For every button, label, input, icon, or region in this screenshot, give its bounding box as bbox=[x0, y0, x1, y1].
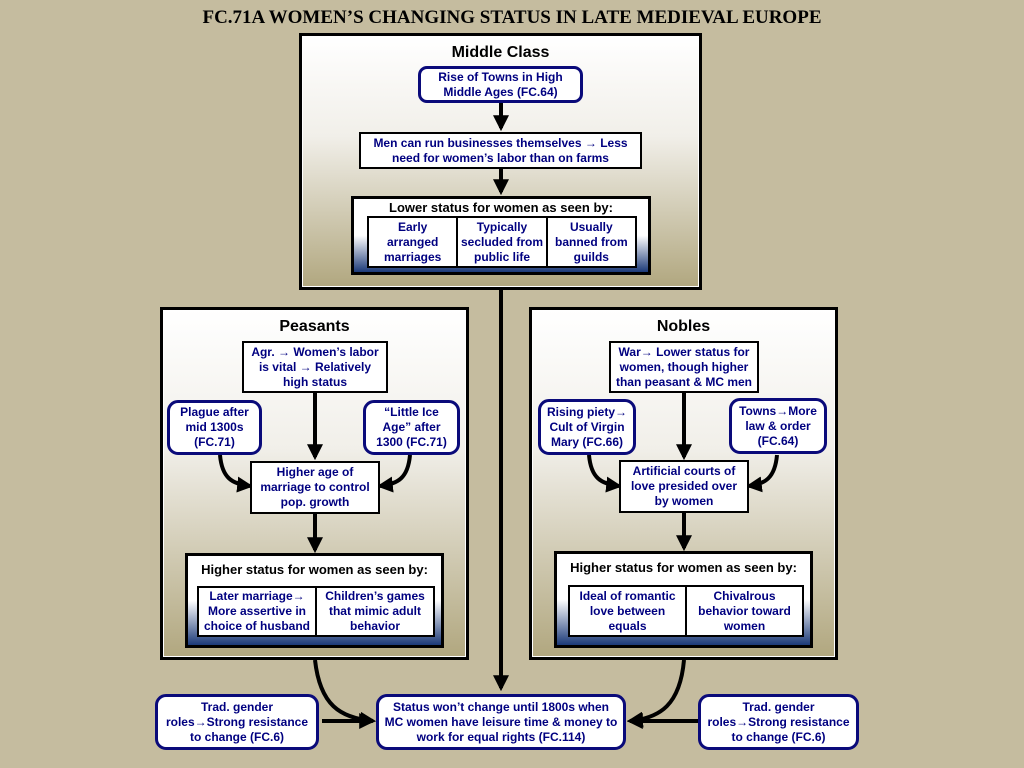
middle-class-status-box: Lower status for women as seen by: Early… bbox=[351, 196, 651, 275]
status-item-childrens-games: Children’s games that mimic adult behavi… bbox=[315, 588, 433, 635]
nobles-status-heading: Higher status for women as seen by: bbox=[570, 560, 797, 575]
status-item-secluded: Typically secluded from public life bbox=[456, 218, 545, 266]
status-item-arranged-marriages: Early arranged marriages bbox=[383, 219, 442, 264]
status-wont-change-box: Status won’t change until 1800s when MC … bbox=[376, 694, 626, 750]
peasants-status-heading: Higher status for women as seen by: bbox=[201, 562, 428, 577]
peasants-title: Peasants bbox=[279, 318, 350, 335]
status-item-later-marriage: Later marriage→ More assertive in choice… bbox=[203, 589, 310, 633]
page-title: FC.71A WOMEN’S CHANGING STATUS IN LATE M… bbox=[202, 7, 822, 28]
nobles-status-grid: Ideal of romantic love between equals Ch… bbox=[568, 585, 804, 637]
rise-of-towns-box: Rise of Towns in High Middle Ages (FC.64… bbox=[418, 66, 583, 103]
rising-piety-box: Rising piety→ Cult of Virgin Mary (FC.66… bbox=[538, 399, 636, 455]
middle-class-status-grid: Early arranged marriages Typically seclu… bbox=[367, 216, 637, 268]
arrow-piety-courts bbox=[587, 454, 623, 493]
arrow-ice-marriage bbox=[376, 454, 412, 493]
trad-gender-roles-right-box: Trad. gender roles→Strong resistance to … bbox=[698, 694, 859, 750]
middle-class-status-heading: Lower status for women as seen by: bbox=[389, 200, 613, 215]
arrow-towns-courts bbox=[745, 454, 779, 493]
plague-box: Plague after mid 1300s (FC.71) bbox=[167, 400, 262, 455]
status-item-chivalrous: Chivalrous behavior toward women bbox=[685, 587, 802, 635]
arrow-nobles-to-bottom bbox=[626, 659, 686, 728]
nobles-status-box: Higher status for women as seen by: Idea… bbox=[554, 551, 813, 648]
men-run-businesses-box: Men can run businesses themselves → Less… bbox=[359, 132, 642, 169]
courts-of-love-box: Artificial courts of love presided over … bbox=[619, 460, 749, 513]
status-item-romantic-love: Ideal of romantic love between equals bbox=[579, 588, 676, 633]
nobles-title: Nobles bbox=[656, 318, 711, 335]
higher-age-marriage-box: Higher age of marriage to control pop. g… bbox=[250, 461, 380, 514]
arrow-peasants-to-bottom bbox=[313, 659, 377, 728]
towns-law-order-box: Towns→More law & order (FC.64) bbox=[729, 398, 827, 454]
war-lower-status-box: War→ Lower status for women, though high… bbox=[609, 341, 759, 393]
peasants-status-grid: Later marriage→ More assertive in choice… bbox=[197, 586, 435, 637]
status-item-banned-guilds: Usually banned from guilds bbox=[545, 218, 635, 266]
agr-labor-box: Agr. → Women’s labor is vital → Relative… bbox=[242, 341, 388, 393]
peasants-status-box: Higher status for women as seen by: Late… bbox=[185, 553, 444, 648]
middle-class-title: Middle Class bbox=[451, 44, 550, 61]
little-ice-age-box: “Little Ice Age” after 1300 (FC.71) bbox=[363, 400, 460, 455]
trad-gender-roles-left-box: Trad. gender roles→Strong resistance to … bbox=[155, 694, 319, 750]
arrow-plague-marriage bbox=[218, 454, 254, 493]
